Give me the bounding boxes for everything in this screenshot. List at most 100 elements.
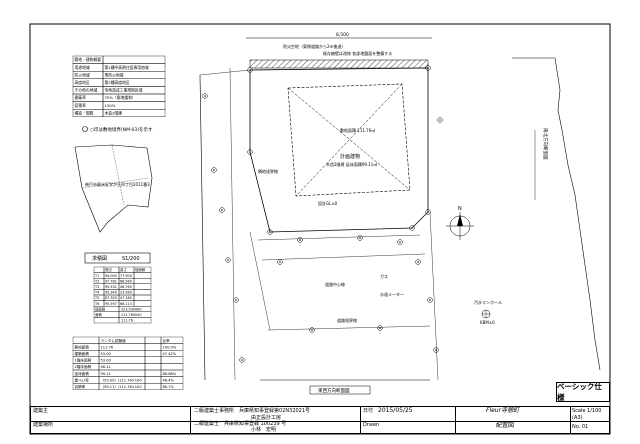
summary-cell: 53.00 [101, 352, 112, 356]
info-value: 第2種中高層住居専用地域 [105, 65, 149, 70]
compass-label: N [458, 206, 462, 212]
scale-title-box [84, 252, 151, 264]
gas-label: ガス [380, 273, 388, 279]
boundary-marker [219, 207, 225, 213]
road-note-2: 既存擁壁は改修 各部地盤面を整備する [323, 50, 392, 56]
summary-cell: 53.00 [101, 359, 112, 363]
bottom-road: 道路境界線 [337, 317, 357, 323]
info-value: 木造2階建 [105, 110, 123, 115]
boundary-marker [247, 67, 253, 73]
boundary-marker [267, 229, 273, 235]
boundary-marker-dot [204, 95, 206, 97]
area-total-label: 面積 [95, 312, 102, 317]
road-note-1: 防災空地（東側道路から2m後退） [283, 43, 345, 49]
info-label: 用途地域 [75, 65, 90, 70]
location-map: 神戸市垂水区学が丘四丁目2011番3 [74, 144, 153, 233]
boundary-marker-dot [399, 241, 401, 243]
drawing-name: 配置図 [496, 422, 515, 429]
info-label: 建蔽率 [75, 95, 87, 100]
project-cell: Fleur寺憩町 配置図 [456, 407, 571, 433]
location-label-tb: 建築場所 [33, 422, 54, 428]
gl-note: 設計GL±0 [318, 200, 338, 206]
summary-cell: 100.0% [163, 345, 177, 349]
setback-note: 道路中心線 [325, 281, 345, 287]
summary-cell: ランダム試験値 [101, 338, 127, 343]
manhole-symbol: 汚水マンホール KBM±0 [474, 299, 502, 325]
boundary-marker-dot [241, 359, 243, 361]
boundary-markers [202, 65, 443, 363]
title-block: 建築主 建築場所 二級建築士事務所 兵庫県知事登録第02N32021号 由正設計… [30, 406, 610, 434]
drawn-label: Drawn [363, 422, 380, 428]
area-cell: 45.340 [105, 291, 117, 295]
area-note: 敷地面積 111.76㎡ [340, 127, 375, 133]
designer-reg-2: 兵庫県知事登録 100239 号 [224, 421, 287, 427]
area-cell: T6 [94, 302, 99, 306]
ns-section-label: 南北方向断面図 [542, 128, 549, 160]
office-name: 由正設計工房 [251, 415, 282, 421]
boundary-marker-dot [417, 261, 419, 263]
building-note: 木造2階建 延床面積99.11㎡ [326, 161, 377, 167]
boundary-marker-dot [269, 231, 271, 233]
left-boundary-note: 隣地境界線 [258, 168, 278, 174]
boundary-marker-dot [429, 299, 431, 301]
boundary-marker-dot [299, 239, 301, 241]
area-cell: 95.531 [105, 285, 117, 289]
designer-qual-2: 二級建築士 [194, 421, 220, 427]
spec-stamp: ベーシック仕様 [556, 382, 610, 402]
boundary-marker [377, 325, 383, 331]
water-label: 水道メーター [380, 291, 404, 297]
area-cell: T2 [94, 279, 99, 283]
info-label: 高度地区 [75, 80, 90, 85]
area-cell: 倍面積 [135, 267, 146, 272]
boundary-marker [297, 237, 303, 243]
info-label: 容積率 [75, 103, 87, 108]
manhole-label: 汚水マンホール [474, 299, 502, 305]
designer-cell: 二級建築士事務所 兵庫県知事登録第02N32021号 由正設計工房 二級建築士 … [191, 407, 361, 433]
location-label: 神戸市垂水区学が丘四丁目2011番3 [85, 181, 150, 187]
summary-cell: 延床面積 [75, 371, 90, 376]
boundary-marker-dot [379, 327, 381, 329]
area-total-value: 111.765040 [121, 313, 142, 317]
title-block-divider [31, 421, 609, 422]
summary-cell: （53.00）/111.76×100 [101, 377, 143, 382]
boundary-marker-dot [235, 299, 237, 301]
area-cell: 77.900 [120, 274, 132, 278]
owner-label: 建築主 [33, 408, 49, 414]
boundary-marker [357, 235, 363, 241]
summary-cell: 敷地面積 [75, 344, 90, 349]
summary-cell: 建築面積 [75, 351, 90, 356]
building-label: 計画建物 [340, 153, 360, 160]
boundary-marker-dot [227, 259, 229, 261]
boundary-marker [247, 149, 253, 155]
area-cell: 66.113 [120, 302, 132, 306]
boundary-marker-dot [249, 69, 251, 71]
summary-cell: 111.76 [101, 345, 114, 349]
legend-note: ○印は敷地境界(NM-03)を示す [90, 126, 153, 133]
info-value: 150% [105, 103, 116, 108]
boundary-marker-dot [213, 169, 215, 171]
boundary-marker [433, 347, 439, 353]
info-value: 宅地造成工事規制区域 [105, 88, 143, 93]
boundary-marker-dot [221, 209, 223, 211]
boundary-marker [239, 357, 245, 363]
summary-cell: 比率 [163, 338, 171, 343]
area-cell: 66.560 [120, 279, 132, 283]
boundary-marker-dot [427, 211, 429, 213]
info-label: 構造・階数 [75, 110, 94, 115]
boundary-marker [225, 257, 231, 263]
boundary-marker [437, 117, 443, 123]
designer-qual-1: 二級建築士事務所 [194, 408, 235, 414]
top-dimension: 8,500 [336, 32, 349, 38]
info-table: 敷地・建物概要用途地域第2種中高層住居専用地域防火地域準防火地域高度地区第2種高… [72, 55, 166, 117]
summary-cell: 88.7% [163, 385, 175, 389]
info-label: 敷地・建物概要 [75, 57, 102, 62]
summary-cell: 容積率 [75, 384, 86, 389]
compass-icon: N [446, 206, 474, 240]
info-value: 準防火地域 [105, 72, 124, 77]
summary-cell: 46.11 [101, 365, 111, 369]
area-total-value: 111.76 [121, 319, 133, 323]
area-cell: 46.760 [120, 285, 132, 289]
boundary-marker [425, 65, 431, 71]
